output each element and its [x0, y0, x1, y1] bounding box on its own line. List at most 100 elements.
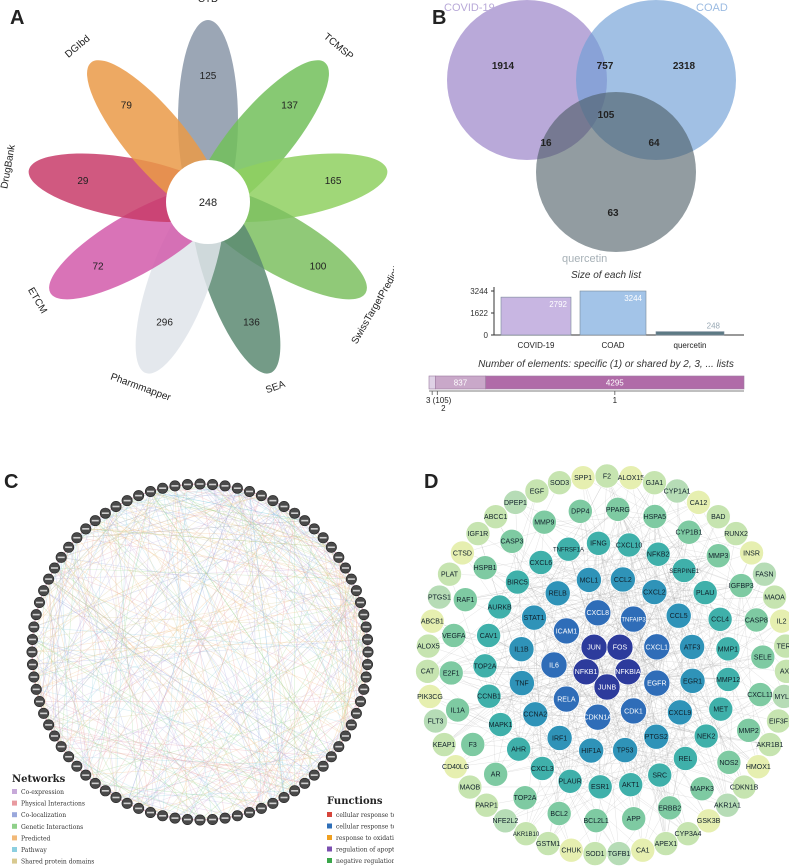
ppi-node-label: IL1B: [514, 647, 529, 654]
network-edge: [43, 547, 69, 714]
size-bar-name: COVID-19: [518, 341, 555, 350]
ppi-edge: [518, 593, 558, 750]
gene-node-label-mark: [362, 676, 370, 678]
ppi-node-label: NOS2: [719, 760, 738, 767]
ppi-edge: [427, 671, 686, 759]
ppi-edge: [679, 712, 728, 806]
function-legend-swatch: [327, 812, 332, 817]
network-edge: [212, 484, 346, 569]
gene-node-label-mark: [327, 546, 335, 549]
network-edge: [33, 520, 305, 628]
ppi-node-label: TGFB1: [608, 851, 631, 858]
ppi-edge: [628, 544, 721, 620]
network-edge: [43, 713, 295, 792]
ppi-node-label: CXCL9: [669, 710, 692, 717]
ppi-node-mapk3: [689, 776, 715, 801]
gene-node-label-mark: [65, 546, 73, 549]
ppi-node-il2: [769, 608, 789, 634]
network-edge: [95, 520, 285, 798]
ppi-node-cxcl2: [641, 579, 668, 605]
network-edge: [48, 578, 305, 784]
network-edge: [126, 488, 238, 804]
network-edge: [48, 578, 250, 813]
gene-node-label-mark: [364, 663, 372, 666]
ppi-edge: [600, 696, 785, 788]
network-edge: [48, 724, 262, 809]
ppi-node-vegfa: [441, 623, 467, 648]
network-edge: [237, 488, 369, 653]
network-edge: [272, 614, 365, 804]
ppi-node-pparg: [605, 497, 631, 522]
gene-node-label-mark: [221, 817, 229, 819]
ppi-node-label: CAT: [421, 669, 435, 676]
ppi-node-label: CAV1: [480, 633, 498, 640]
ppi-node-aurkb: [487, 594, 512, 620]
ppi-node-label: SELE: [754, 654, 772, 661]
ppi-edge: [535, 579, 624, 715]
network-edge: [39, 488, 238, 702]
network-edge: [115, 506, 357, 591]
ppi-node-top2a: [512, 785, 538, 811]
ppi-edge: [500, 549, 569, 725]
ppi-node-icam1: [553, 617, 580, 645]
ppi-node-label: FOS: [613, 645, 628, 652]
network-edge: [48, 491, 250, 726]
network-edge: [31, 487, 238, 653]
network-edge: [32, 590, 357, 640]
network-edge: [105, 790, 238, 817]
ppi-node-label: NFKB2: [647, 552, 670, 559]
network-edge: [54, 567, 87, 776]
panel-label-d: D: [424, 471, 438, 493]
ppi-node-label: CXCL1: [646, 644, 669, 651]
ppi-node-label: JUNB: [598, 684, 617, 691]
ppi-node-label: CXCL8: [587, 610, 610, 617]
gene-node-label-mark: [301, 782, 309, 785]
networks-legend-title: Networks: [12, 774, 66, 785]
ppi-node-src: [647, 762, 673, 788]
ppi-node-cdkn1b: [731, 774, 757, 800]
network-edge: [115, 790, 295, 798]
ppi-node-nfkb1: [572, 658, 600, 686]
network-edge: [54, 567, 352, 580]
network-edge: [95, 783, 262, 809]
network-edge: [224, 485, 315, 776]
ppi-node-maoa: [762, 584, 787, 610]
ppi-node-label: DPEP1: [504, 500, 527, 507]
network-edge: [32, 664, 315, 776]
ppi-node-label: CXCL11: [747, 692, 773, 699]
network-legend-label: Physical Interactions: [21, 801, 85, 808]
network-edge: [126, 602, 361, 804]
network-edge: [60, 557, 250, 813]
network-edge: [150, 491, 315, 776]
ppi-edge: [457, 709, 631, 785]
ppi-edge: [462, 552, 679, 616]
ppi-node-label: EIF3F: [769, 718, 788, 725]
ppi-node-label: PLAU: [696, 590, 714, 597]
ppi-node-label: CASP8: [745, 617, 768, 624]
ppi-node-label: CYP1A1: [664, 488, 691, 495]
ppi-node-label: NFKBIA: [615, 669, 641, 676]
network-edge: [94, 491, 151, 784]
network-edge: [76, 602, 361, 767]
network-edge: [54, 567, 274, 804]
network-edge: [162, 590, 357, 816]
venn-set-label-quercetin: quercetin: [562, 253, 607, 265]
venn-region-coad-only: 2318: [673, 61, 696, 72]
network-edge: [48, 506, 117, 725]
ppi-node-hmox1: [746, 754, 771, 779]
ppi-node-label: MMP9: [534, 520, 554, 527]
venn-circle-quercetin: [536, 92, 696, 252]
ppi-node-label: MMP2: [739, 728, 759, 735]
ppi-node-igf1r: [465, 521, 491, 546]
network-edge: [32, 664, 40, 702]
venn-region-quercetin-only: 63: [607, 208, 619, 219]
venn-region-all-three: 105: [598, 110, 615, 121]
ppi-node-label: BCL2: [550, 811, 568, 818]
network-edge: [224, 485, 361, 702]
ppi-node-label: HMOX1: [746, 764, 771, 771]
ppi-edge: [465, 554, 659, 600]
ppi-node-cdk1: [620, 697, 647, 725]
ppi-node-label: RELB: [549, 591, 568, 598]
